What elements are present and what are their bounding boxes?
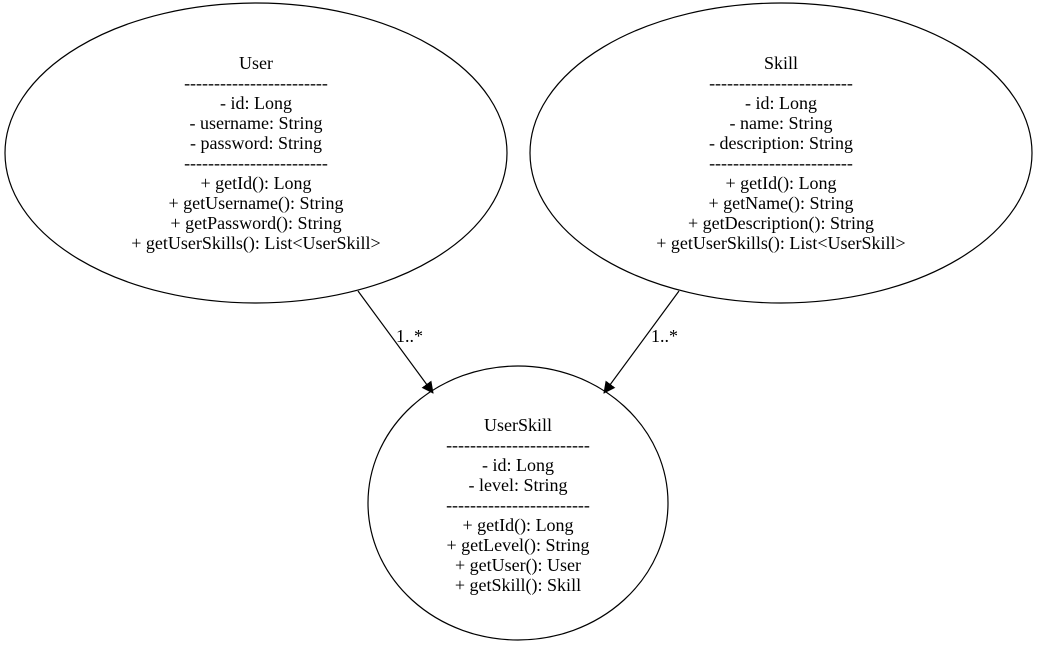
class-member: - description: String [709, 133, 853, 153]
class-member: + getUser(): User [455, 555, 581, 576]
class-node-userskill: UserSkill------------------------- id: L… [367, 365, 669, 641]
class-member: + getLevel(): String [446, 535, 589, 556]
class-member: + getDescription(): String [688, 213, 874, 234]
class-member: - id: Long [745, 93, 817, 113]
separator-line: ------------------------ [446, 495, 590, 515]
class-member: + getId(): Long [462, 515, 573, 536]
class-text-user: User------------------------- id: Long- … [131, 53, 380, 254]
separator-line: ------------------------ [184, 153, 328, 173]
separator-line: ------------------------ [709, 153, 853, 173]
separator-line: ------------------------ [709, 73, 853, 93]
separator-line: ------------------------ [184, 73, 328, 93]
class-text-userskill: UserSkill------------------------- id: L… [446, 415, 590, 596]
edge-user-to-userskill: 1..* [357, 290, 434, 394]
node-ellipse [367, 365, 669, 641]
class-name: UserSkill [484, 415, 552, 435]
class-member: + getPassword(): String [170, 213, 341, 234]
class-member: + getName(): String [708, 193, 853, 214]
node-ellipse [529, 2, 1033, 304]
class-member: - id: Long [220, 93, 292, 113]
multiplicity-label: 1..* [651, 326, 678, 346]
class-member: + getUsername(): String [168, 193, 343, 214]
class-text-skill: Skill------------------------- id: Long-… [656, 53, 905, 254]
class-member: - id: Long [482, 455, 554, 475]
class-name: Skill [764, 53, 798, 73]
class-name: User [239, 53, 273, 73]
edge-skill-to-userskill: 1..* [603, 290, 680, 394]
separator-line: ------------------------ [446, 435, 590, 455]
class-member: - level: String [469, 475, 568, 495]
multiplicity-label: 1..* [396, 326, 423, 346]
class-node-user: User------------------------- id: Long- … [4, 2, 508, 304]
class-member: - username: String [190, 113, 323, 133]
class-member: + getUserSkills(): List<UserSkill> [656, 233, 905, 254]
class-member: - password: String [190, 133, 322, 153]
node-ellipse [4, 2, 508, 304]
association-arrow [603, 290, 680, 394]
class-member: + getId(): Long [725, 173, 836, 194]
class-member: - name: String [730, 113, 833, 133]
class-member: + getId(): Long [200, 173, 311, 194]
class-member: + getUserSkills(): List<UserSkill> [131, 233, 380, 254]
association-arrow [357, 290, 434, 394]
class-node-skill: Skill------------------------- id: Long-… [529, 2, 1033, 304]
class-member: + getSkill(): Skill [455, 575, 581, 596]
